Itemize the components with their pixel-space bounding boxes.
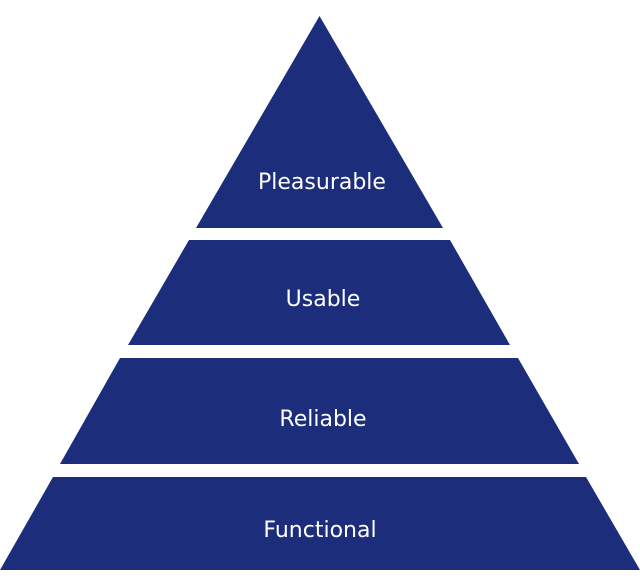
layer-pleasurable: Pleasurable [196, 16, 443, 228]
layer-functional-label: Functional [263, 518, 376, 543]
layer-reliable-shape [60, 358, 579, 464]
layer-pleasurable-label: Pleasurable [258, 170, 386, 195]
layer-functional-shape [0, 477, 640, 570]
layer-usable: Usable [128, 240, 510, 345]
layer-pleasurable-shape [196, 16, 443, 228]
layer-functional: Functional [0, 477, 640, 570]
layer-reliable-label: Reliable [279, 407, 366, 432]
layer-usable-label: Usable [286, 287, 361, 312]
layer-reliable: Reliable [60, 358, 579, 464]
layer-usable-shape [128, 240, 510, 345]
